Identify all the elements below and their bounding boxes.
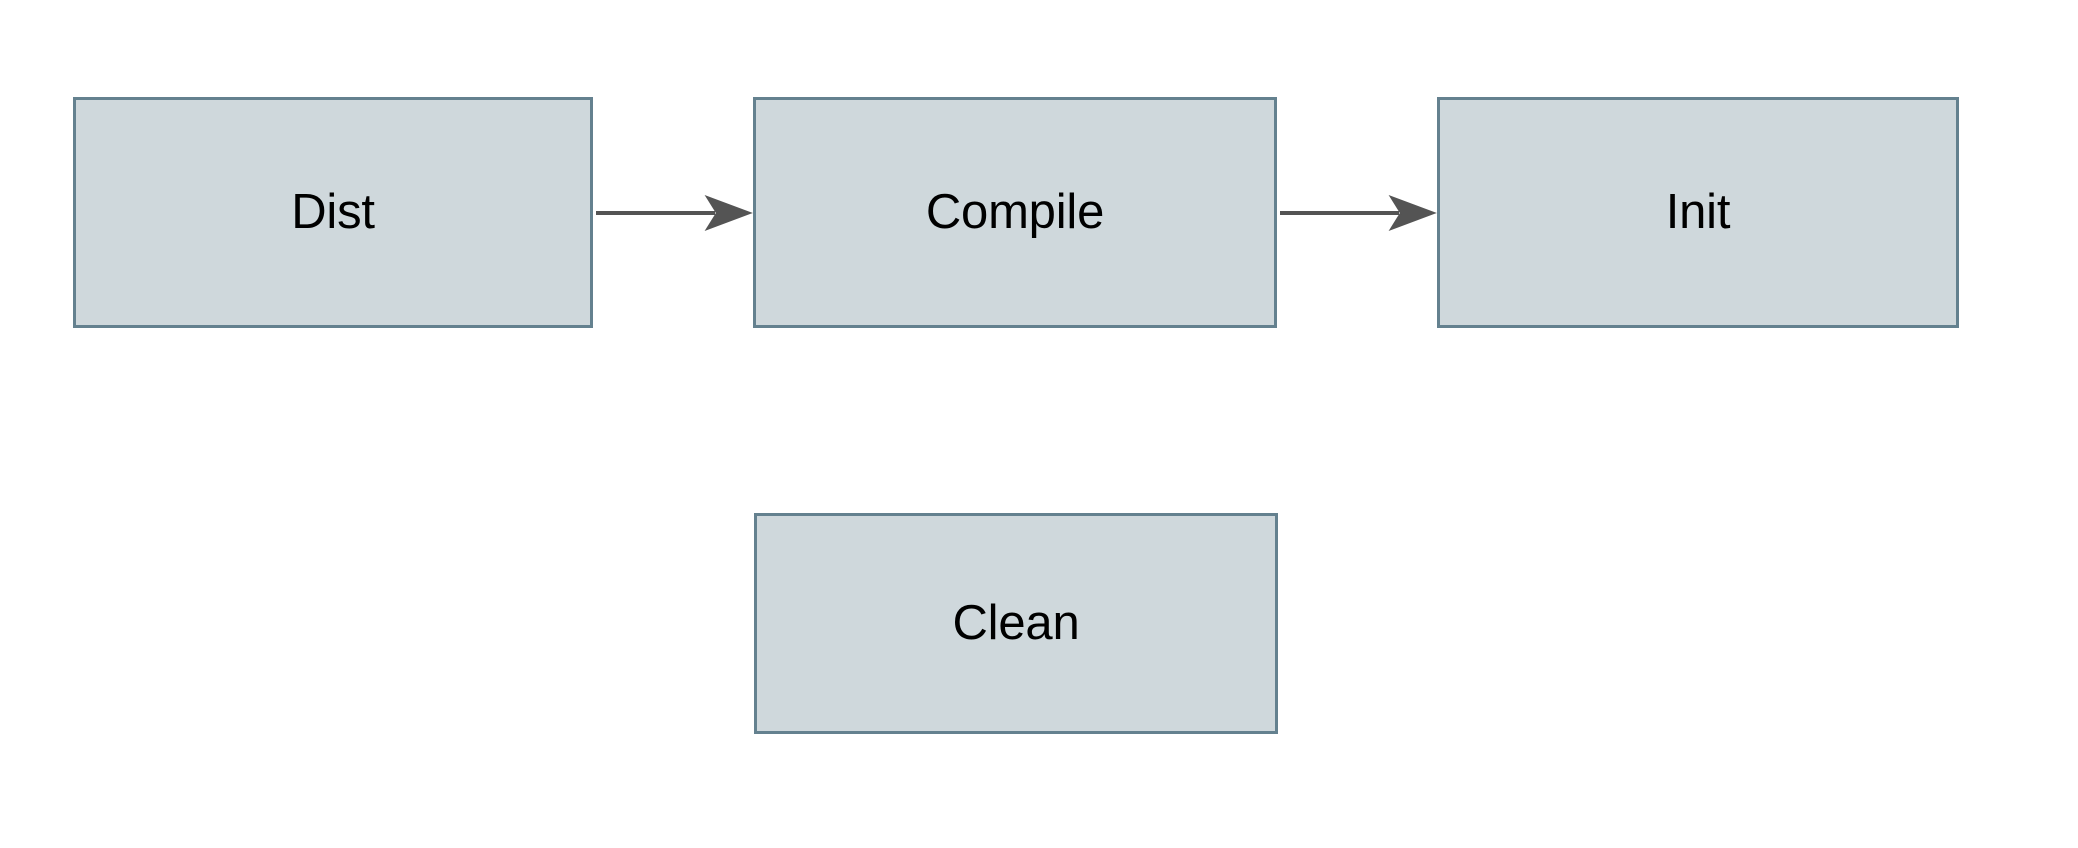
node-compile-label: Compile	[925, 185, 1105, 239]
node-init-label: Init	[1665, 185, 1731, 239]
arrowhead-icon	[704, 195, 753, 231]
edge-compile-to-init[interactable]	[1280, 195, 1437, 231]
arrowhead-icon	[1388, 195, 1437, 231]
node-clean-label: Clean	[952, 596, 1080, 650]
node-clean[interactable]: Clean	[754, 513, 1278, 734]
node-dist-label: Dist	[291, 185, 375, 239]
node-dist[interactable]: Dist	[73, 97, 593, 328]
node-init[interactable]: Init	[1437, 97, 1959, 328]
edge-dist-to-compile[interactable]	[596, 195, 753, 231]
node-compile[interactable]: Compile	[753, 97, 1277, 328]
